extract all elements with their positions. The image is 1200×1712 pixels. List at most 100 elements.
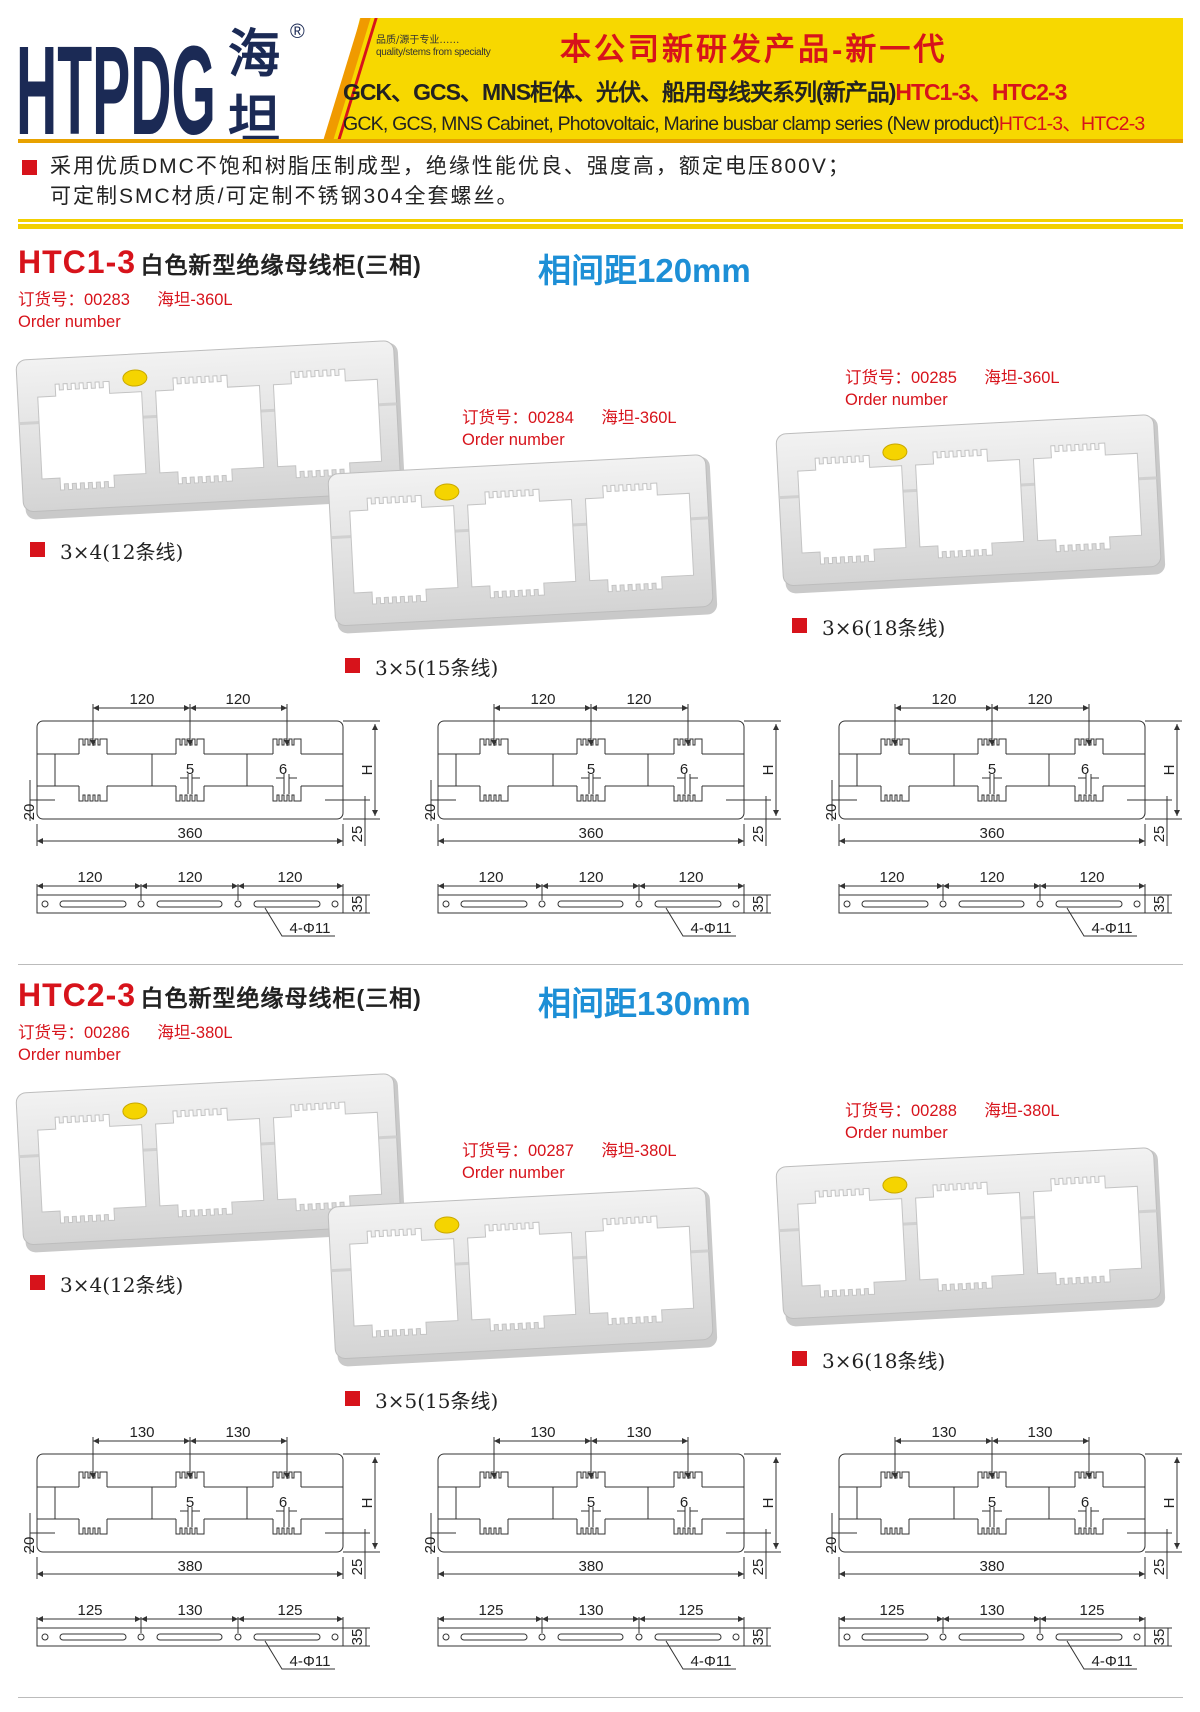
order-number-en: Order number [845, 391, 948, 409]
dim-bottom-label: 125 [879, 1602, 904, 1619]
product-caption: 3×6(18条线) [822, 616, 946, 640]
order-number-en: Order number [845, 1124, 948, 1142]
dim-holes-label: 4-Φ11 [1092, 1653, 1133, 1670]
model-name: 海坦-380L [601, 1142, 677, 1160]
dim-20-label: 20 [823, 804, 840, 821]
bullet-square [792, 618, 807, 633]
header-banner [330, 18, 1183, 140]
product-image [326, 1185, 725, 1380]
bullet-square [30, 1275, 45, 1290]
dim-gap-label: 6 [680, 1494, 688, 1511]
order-number: 订货号：00284 [462, 409, 574, 427]
dim-top-label: 130 [931, 1424, 956, 1441]
dim-35-label: 35 [1151, 896, 1168, 913]
dim-total-label: 380 [979, 1558, 1004, 1575]
dim-holes-label: 4-Φ11 [290, 920, 331, 937]
dim-gap-label: 6 [680, 761, 688, 778]
dim-gap-label: 6 [279, 761, 287, 778]
dim-bottom-label: 120 [77, 869, 102, 886]
dim-bottom-label: 125 [77, 1602, 102, 1619]
logo-cn-2: 坦 [228, 92, 280, 146]
dim-top-label: 120 [626, 691, 651, 708]
dim-35-label: 35 [750, 1629, 767, 1646]
section-divider [18, 964, 1183, 965]
product-image [14, 1071, 413, 1266]
dim-bottom-label: 125 [678, 1602, 703, 1619]
order-info: 订货号：00283 海坦-360L [18, 290, 233, 310]
dim-gap-label: 5 [988, 1494, 996, 1511]
logo-text: HTPDG [16, 20, 216, 146]
order-info: 订货号：00286 海坦-380L [18, 1023, 233, 1043]
divider [18, 224, 1183, 229]
dim-35-label: 35 [349, 896, 366, 913]
bullet-square [22, 160, 37, 175]
section-divider [18, 1697, 1183, 1698]
dim-20-label: 20 [21, 804, 38, 821]
dim-total-label: 380 [177, 1558, 202, 1575]
dim-h-label: H [760, 1498, 777, 1509]
order-info: 订货号：00287 海坦-380L [462, 1141, 677, 1161]
dim-bottom-label: 120 [1079, 869, 1104, 886]
order-number: 订货号：00286 [18, 1024, 130, 1042]
product-caption: 3×4(12条线) [60, 1273, 184, 1297]
dim-total-label: 380 [578, 1558, 603, 1575]
dim-bottom-label: 125 [277, 1602, 302, 1619]
dim-gap-label: 6 [279, 1494, 287, 1511]
subtitle-cn-models: HTC1-3、HTC2-3 [895, 79, 1067, 105]
dim-35-label: 35 [1151, 1629, 1168, 1646]
order-number-en: Order number [462, 431, 565, 449]
dim-bottom-label: 120 [277, 869, 302, 886]
order-number: 订货号：00283 [18, 291, 130, 309]
dim-bottom-label: 120 [979, 869, 1004, 886]
dim-25-label: 25 [349, 1559, 366, 1576]
dim-total-label: 360 [177, 825, 202, 842]
dim-top-label: 130 [129, 1424, 154, 1441]
order-info: 订货号：00284 海坦-360L [462, 408, 677, 428]
feature-line: 采用优质DMC不饱和树脂压制成型，绝缘性能优良、强度高，额定电压800V； [50, 155, 851, 178]
dim-20-label: 20 [422, 804, 439, 821]
dim-top-label: 120 [931, 691, 956, 708]
section-name: 白色新型绝缘母线柜(三相) [140, 985, 422, 1011]
dim-bottom-label: 130 [578, 1602, 603, 1619]
dim-35-label: 35 [750, 896, 767, 913]
model-name: 海坦-360L [984, 369, 1060, 387]
dim-bottom-label: 125 [1079, 1602, 1104, 1619]
dim-top-label: 120 [1027, 691, 1052, 708]
section-name: 白色新型绝缘母线柜(三相) [140, 252, 422, 278]
order-info: 订货号：00285 海坦-360L [845, 368, 1060, 388]
dim-gap-label: 6 [1081, 761, 1089, 778]
order-number-en: Order number [462, 1164, 565, 1182]
dim-bottom-label: 120 [177, 869, 202, 886]
product-caption: 3×6(18条线) [822, 1349, 946, 1373]
model-name: 海坦-360L [157, 291, 233, 309]
subtitle-en: GCK, GCS, MNS Cabinet, Photovoltaic, Mar… [343, 112, 1145, 136]
dim-h-label: H [760, 765, 777, 776]
dim-h-label: H [359, 1498, 376, 1509]
dim-bottom-label: 120 [678, 869, 703, 886]
dim-holes-label: 4-Φ11 [1092, 920, 1133, 937]
feature-line: 可定制SMC材质/可定制不锈钢304全套螺丝。 [50, 185, 520, 208]
product-image [774, 1145, 1173, 1340]
dim-25-label: 25 [750, 1559, 767, 1576]
logo-cn-1: 海 [228, 26, 280, 84]
section-title: HTC2-3 白色新型绝缘母线柜(三相) [18, 977, 422, 1014]
dim-h-label: H [1161, 1498, 1178, 1509]
dim-total-label: 360 [578, 825, 603, 842]
dim-top-label: 130 [530, 1424, 555, 1441]
dim-20-label: 20 [21, 1537, 38, 1554]
divider [18, 219, 1183, 222]
dim-bottom-label: 125 [478, 1602, 503, 1619]
dim-top-label: 130 [225, 1424, 250, 1441]
section-title: HTC1-3 白色新型绝缘母线柜(三相) [18, 244, 422, 281]
section-code: HTC1-3 [18, 244, 137, 280]
dim-bottom-label: 120 [478, 869, 503, 886]
order-number-en: Order number [18, 313, 121, 331]
order-number-en: Order number [18, 1046, 121, 1064]
brand-logo: HTPDG 海 坦 ® [14, 14, 334, 161]
order-number: 订货号：00285 [845, 369, 957, 387]
slogan-en: quality/stems from specialty [376, 47, 491, 58]
